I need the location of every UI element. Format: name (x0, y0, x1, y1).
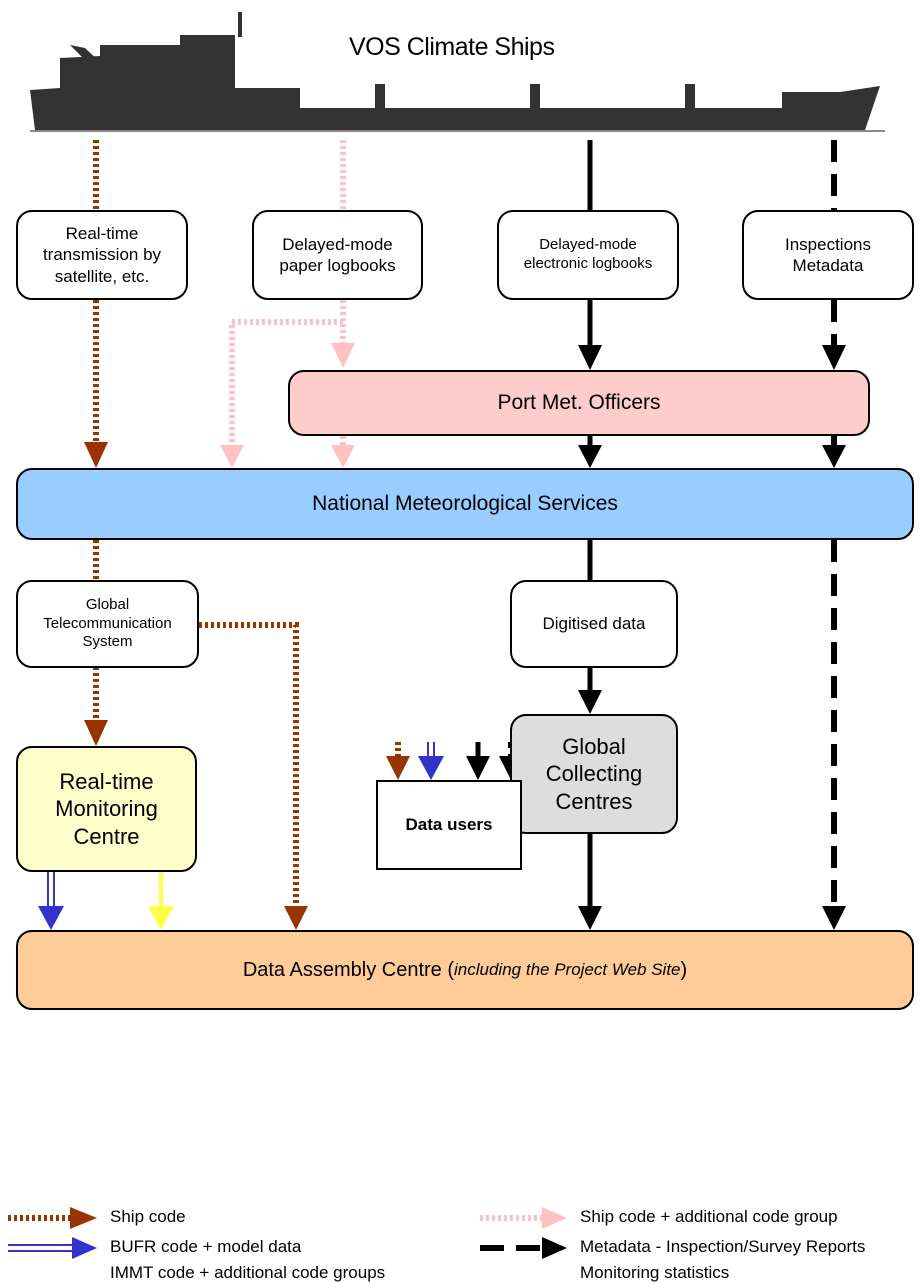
legend-ship-code-additional: Ship code + additional code group (580, 1207, 838, 1226)
port-met-officers-box: Port Met. Officers (288, 370, 870, 436)
bufr-arrowheads (38, 756, 444, 930)
paper-logbooks-box: Delayed-mode paper logbooks (252, 210, 423, 300)
dac-label-end: ) (680, 958, 688, 981)
national-met-services-box: National Meteorological Services (16, 468, 914, 540)
global-collecting-centres-box: Global Collecting Centres (510, 714, 678, 834)
ship-code-additional-paths (229, 140, 346, 445)
dac-label-italic: including the Project Web Site (454, 960, 681, 980)
ship-code-paths (93, 140, 401, 906)
immt-arrowheads (466, 345, 602, 930)
diagram-title: VOS Climate Ships (349, 33, 555, 61)
legend-metadata: Metadata - Inspection/Survey Reports (580, 1237, 866, 1256)
ship-code-additional-arrowheads (220, 343, 355, 468)
inspections-metadata-box: Inspections Metadata (742, 210, 914, 300)
ship-silhouette (30, 12, 885, 132)
ship-code-arrowheads (84, 442, 410, 930)
immt-paths (475, 140, 593, 906)
legend-ship-code: Ship code (110, 1207, 186, 1226)
data-assembly-centre-box: Data Assembly Centre (including the Proj… (16, 930, 914, 1010)
bufr-paths (47, 742, 435, 908)
dac-label: Data Assembly Centre ( (242, 958, 455, 981)
realtime-monitoring-centre-box: Real-time Monitoring Centre (16, 746, 197, 872)
legend-monitoring: Monitoring statistics (580, 1263, 730, 1282)
legend-immt: IMMT code + additional code groups (110, 1263, 386, 1282)
gts-box: Global Telecommunication System (16, 580, 199, 668)
digitised-data-box: Digitised data (510, 580, 678, 668)
monitoring-arrowhead (148, 906, 174, 930)
legend-samples (8, 1207, 567, 1259)
electronic-logbooks-box: Delayed-mode electronic logbooks (497, 210, 679, 300)
realtime-transmission-box: Real-time transmission by satellite, etc… (16, 210, 188, 300)
data-users-box: Data users (376, 780, 522, 870)
legend-bufr: BUFR code + model data (110, 1237, 302, 1256)
